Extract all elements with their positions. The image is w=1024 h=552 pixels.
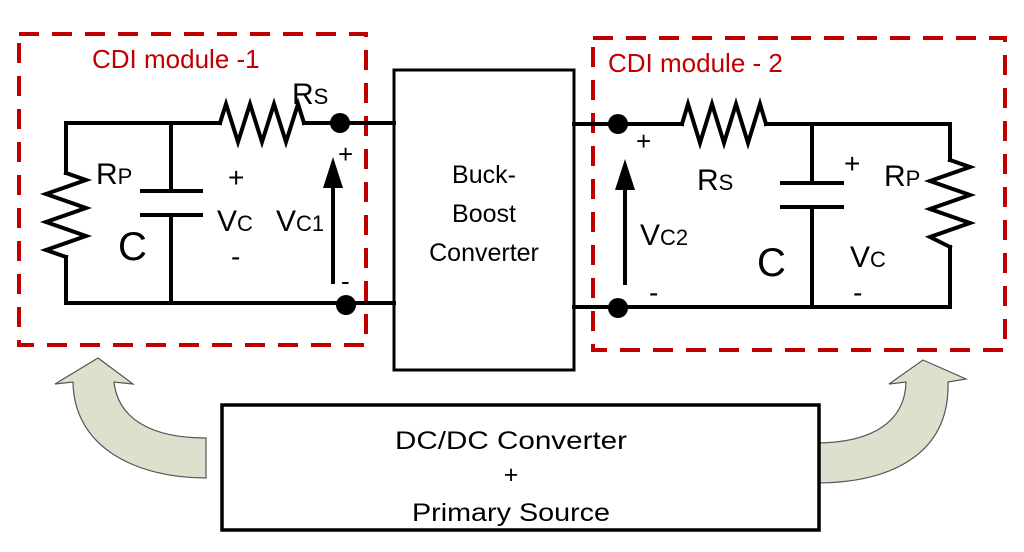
module-1-vc-plus: + [228,162,244,193]
module-1-bottom-wire [64,255,396,305]
module-2-vc2-label: VC2 [640,219,688,252]
module-2-bottom-terminal [608,298,628,318]
module-1-voltage-arrow-head [323,157,343,188]
module-2-rp-label: RP [884,160,920,193]
module-2-vc2-minus: - [649,277,658,308]
buck-boost-label-line3: Converter [429,239,539,267]
cdi-module-2-label: CDI module - 2 [608,48,783,78]
module-1-bottom-terminal [336,295,356,315]
module-2-top-terminal [608,114,628,134]
module-2-vc-minus: - [853,277,862,308]
module-1-rp-label: RP [96,158,132,191]
module-1-vc-minus: - [231,241,240,272]
module-1-vc1-label: VC1 [276,205,324,238]
module-1-vc1-plus: + [338,139,353,169]
cdi-module-2-boundary [591,36,1007,352]
module-2-capacitor-label: C [757,241,786,285]
source-label-line3: Primary Source [412,499,610,527]
dc-dc-converter-primary-source-block [220,403,821,532]
module-1-series-resistor [217,97,307,149]
module-1-top-wire [64,121,222,175]
module-2-rs-label: RS [697,164,733,197]
module-1-rs-label: RS [292,78,328,111]
cdi-module-1-boundary [17,32,368,347]
module-2-voltage-arrow-head [615,159,635,190]
source-label-line1: DC/DC Converter [395,427,627,455]
module-1-top-terminal [330,113,350,133]
module-1-parallel-resistor [39,170,93,260]
module-1-capacitor-label: C [118,225,147,269]
module-2-vc-plus: + [844,148,860,179]
module-2-parallel-resistor [923,157,977,250]
source-label-line2: + [504,461,519,489]
right-supply-arrow [814,359,969,484]
module-2-vc2-plus: + [636,126,651,156]
left-supply-arrow [54,357,207,479]
module-2-vc-label: VC [850,241,886,274]
module-2-top-wire-right [764,122,952,162]
module-2-bottom-wire [572,245,952,309]
module-1-vc-label: VC [217,205,253,238]
cdi-module-1-label: CDI module -1 [92,44,260,74]
cdi-module-2-circuit [572,97,977,309]
buck-boost-converter-block [392,68,576,372]
module-1-vc1-minus: - [341,266,350,296]
cdi-module-1-circuit [39,97,396,305]
buck-boost-label-line2: Boost [452,200,516,228]
buck-boost-label-line1: Buck- [452,161,516,189]
module-2-series-resistor [679,97,769,150]
